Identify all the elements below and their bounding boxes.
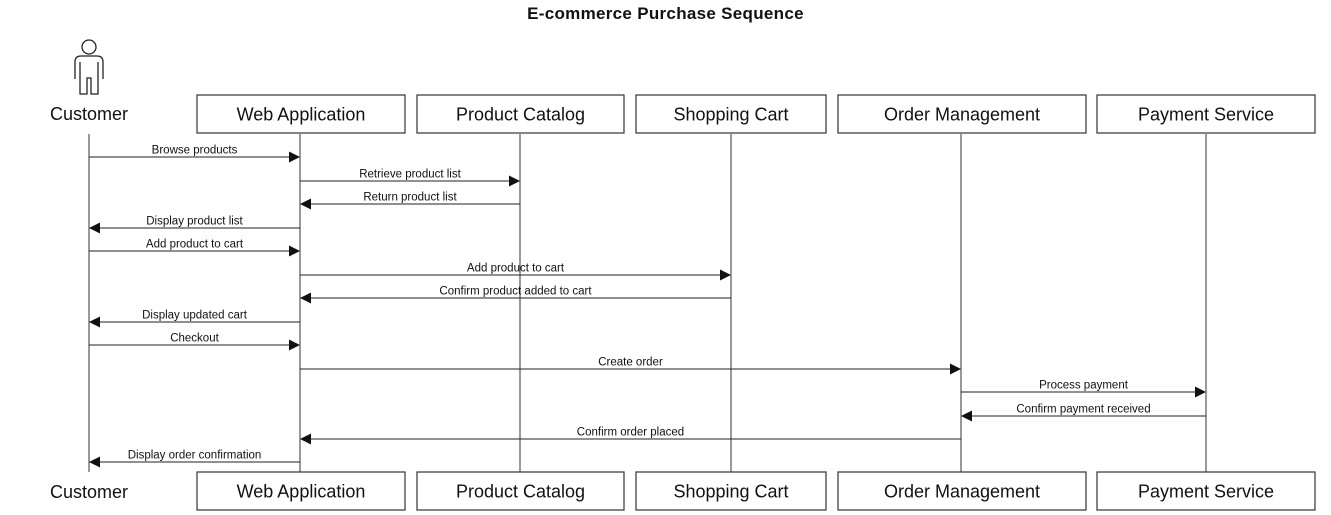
participant-label-customer-bottom: Customer xyxy=(50,482,128,502)
arrowhead xyxy=(89,222,100,234)
message-10: Create order xyxy=(300,357,961,375)
message-label: Browse products xyxy=(152,145,238,157)
participant-box-cart-bottom: Shopping Cart xyxy=(635,471,827,511)
message-label: Confirm order placed xyxy=(577,427,684,439)
participant-box-payment-bottom: Payment Service xyxy=(1096,471,1316,511)
participant-box-web-bottom: Web Application xyxy=(196,471,406,511)
message-7: Confirm product added to cart xyxy=(300,286,731,304)
message-14: Display order confirmation xyxy=(89,450,300,468)
message-4: Display product list xyxy=(89,216,300,234)
participant-label: Product Catalog xyxy=(456,482,585,502)
message-label: Confirm payment received xyxy=(1016,404,1150,416)
participant-label: Payment Service xyxy=(1138,105,1274,125)
message-12: Confirm payment received xyxy=(961,404,1206,422)
message-label: Display product list xyxy=(146,216,243,228)
participant-rect xyxy=(416,94,625,134)
participant-rect xyxy=(1096,94,1316,134)
message-8: Display updated cart xyxy=(89,310,300,328)
participant-label: Product Catalog xyxy=(456,105,585,125)
arrowhead xyxy=(720,269,731,281)
arrowhead xyxy=(89,456,100,468)
participant-label: Web Application xyxy=(237,482,366,502)
participant-rect xyxy=(416,471,625,511)
message-label: Process payment xyxy=(1039,380,1129,392)
message-5: Add product to cart xyxy=(89,239,300,257)
arrowhead xyxy=(300,292,311,304)
participant-label: Shopping Cart xyxy=(673,105,788,125)
arrowhead xyxy=(289,339,300,351)
participant-box-orders-bottom: Order Management xyxy=(837,471,1087,511)
message-11: Process payment xyxy=(961,380,1206,398)
participant-box-cart-top: Shopping Cart xyxy=(635,94,827,134)
participant-label: Order Management xyxy=(884,105,1040,125)
participant-label: Payment Service xyxy=(1138,482,1274,502)
participant-rect xyxy=(837,471,1087,511)
arrowhead xyxy=(289,245,300,257)
participant-label: Order Management xyxy=(884,482,1040,502)
message-label: Display updated cart xyxy=(142,310,248,322)
message-label: Checkout xyxy=(170,333,219,345)
participant-box-web-top: Web Application xyxy=(196,94,406,134)
participant-box-orders-top: Order Management xyxy=(837,94,1087,134)
arrowhead xyxy=(961,410,972,422)
arrowhead xyxy=(300,433,311,445)
message-1: Browse products xyxy=(89,145,300,163)
message-label: Retrieve product list xyxy=(359,169,461,181)
actor-body xyxy=(74,55,104,95)
participant-rect xyxy=(196,94,406,134)
message-label: Confirm product added to cart xyxy=(439,286,592,298)
arrowhead xyxy=(300,198,311,210)
participant-box-catalog-top: Product Catalog xyxy=(416,94,625,134)
participant-rect xyxy=(837,94,1087,134)
message-label: Add product to cart xyxy=(146,239,244,251)
message-3: Return product list xyxy=(300,192,520,210)
message-6: Add product to cart xyxy=(300,263,731,281)
participant-label-customer-top: Customer xyxy=(50,104,128,124)
participant-label: Shopping Cart xyxy=(673,482,788,502)
message-9: Checkout xyxy=(89,333,300,351)
actor-icon xyxy=(74,39,104,95)
participant-rect xyxy=(196,471,406,511)
message-label: Display order confirmation xyxy=(128,450,262,462)
message-2: Retrieve product list xyxy=(300,169,520,187)
participant-box-catalog-bottom: Product Catalog xyxy=(416,471,625,511)
participant-rect xyxy=(635,471,827,511)
message-label: Create order xyxy=(598,357,663,369)
message-label: Add product to cart xyxy=(467,263,565,275)
arrowhead xyxy=(509,175,520,187)
diagram-title: E-commerce Purchase Sequence xyxy=(527,4,804,23)
participant-rect xyxy=(635,94,827,134)
message-label: Return product list xyxy=(363,192,457,204)
participant-rect xyxy=(1096,471,1316,511)
participant-box-payment-top: Payment Service xyxy=(1096,94,1316,134)
arrowhead xyxy=(289,151,300,163)
message-13: Confirm order placed xyxy=(300,427,961,445)
arrowhead xyxy=(1195,386,1206,398)
participant-label: Web Application xyxy=(237,105,366,125)
actor-head xyxy=(81,39,97,55)
arrowhead xyxy=(950,363,961,375)
arrowhead xyxy=(89,316,100,328)
